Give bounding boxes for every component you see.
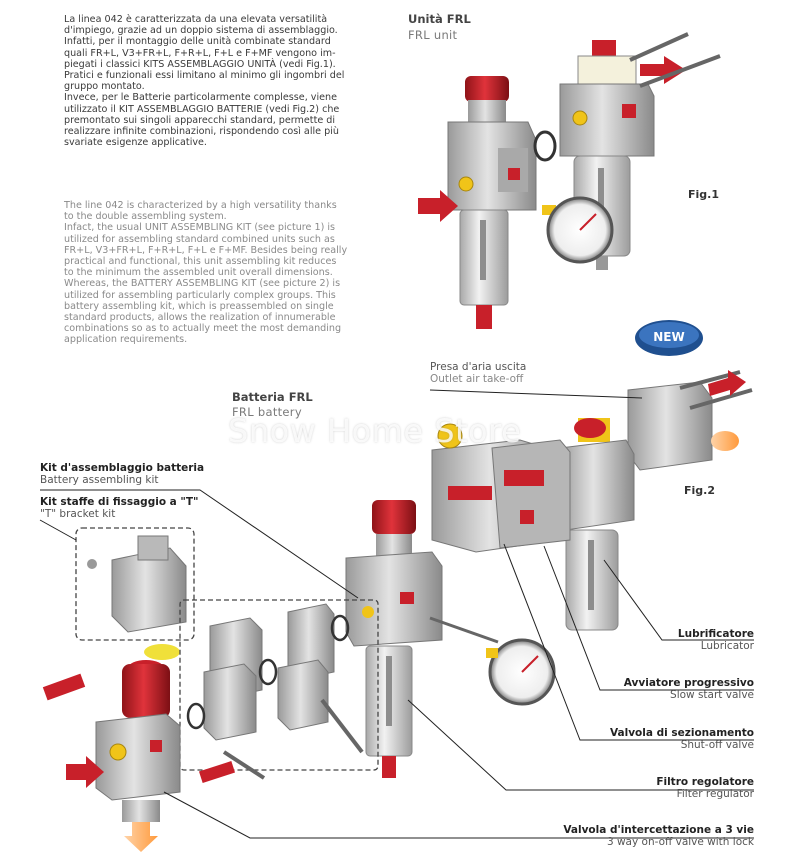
intro-line: standard products, allows the realizatio… xyxy=(64,312,336,324)
intro-line: d'impiego, grazie ad un doppio sistema d… xyxy=(64,25,338,37)
callout-filter-regulator-it: Filtro regolatore xyxy=(656,776,754,788)
intro-line: piegati i classici KITS ASSEMBLAGGIO UNI… xyxy=(64,58,336,70)
intro-line: utilized for assembling standard combine… xyxy=(64,233,335,245)
new-badge: NEW xyxy=(634,318,704,358)
callout-battery-kit-en: Battery assembling kit xyxy=(40,474,159,486)
watermark: Snow Home Store xyxy=(228,412,522,450)
callout-slow-start-en: Slow start valve xyxy=(670,689,754,701)
fig1-filter-regulator xyxy=(418,76,537,329)
intro-line: utilized for assembling particularly com… xyxy=(64,289,336,301)
intro-line: to the minimum the assembled unit overal… xyxy=(64,267,333,279)
callout-lubricator-en: Lubricator xyxy=(700,640,754,652)
callout-lubricator: Lubrificatore Lubricator xyxy=(596,628,754,652)
callout-slow-start: Avviatore progressivo Slow start valve xyxy=(564,677,754,701)
callout-outlet-it: Presa d'aria uscita xyxy=(430,361,527,373)
callout-filter-regulator-en: Filter regulator xyxy=(676,788,754,800)
callout-bracket-kit-it: Kit staffe di fissaggio a "T" xyxy=(40,496,199,508)
fig2-title-en: FRL battery xyxy=(232,405,302,419)
callout-bracket-kit: Kit staffe di fissaggio a "T" "T" bracke… xyxy=(40,496,199,520)
callout-three-way-valve-it: Valvola d'intercettazione a 3 vie xyxy=(563,824,754,836)
callout-outlet: Presa d'aria uscita Outlet air take-off xyxy=(430,361,526,385)
fig2-three-way-valve xyxy=(66,660,181,852)
fig2-label: Fig.2 xyxy=(684,484,715,497)
callout-shutoff: Valvola di sezionamento Shut-off valve xyxy=(564,727,754,751)
intro-line: Whereas, the BATTERY ASSEMBLING KIT (see… xyxy=(64,278,341,290)
new-badge-text: NEW xyxy=(653,330,685,344)
fig1-label: Fig.1 xyxy=(688,188,719,201)
callout-three-way-valve-en: 3 way on-off valve with lock xyxy=(606,836,754,848)
intro-line: Infact, the usual UNIT ASSEMBLING KIT (s… xyxy=(64,222,336,234)
intro-line: application requirements. xyxy=(64,334,188,346)
intro-italian: La linea 042 è caratterizzata da una ele… xyxy=(64,14,386,148)
callout-three-way-valve: Valvola d'intercettazione a 3 vie 3 way … xyxy=(494,824,754,848)
intro-line: La linea 042 è caratterizzata da una ele… xyxy=(64,14,328,25)
intro-line: FR+L, V3+FR+L, F+R+L, F+L e F+MF. Beside… xyxy=(64,244,348,256)
intro-line: quali FR+L, V3+FR+L, F+R+L, F+L e F+MF v… xyxy=(64,47,336,59)
callout-shutoff-en: Shut-off valve xyxy=(680,739,754,751)
fig1-title-en: FRL unit xyxy=(408,28,458,42)
fig1-title-it: Unità FRL xyxy=(408,12,471,26)
intro-line: battery assembling kit, which is preasse… xyxy=(64,300,334,312)
intro-line: Invece, per le Batterie particolarmente … xyxy=(64,92,338,104)
fig1-gauge xyxy=(542,196,614,264)
intro-english: The line 042 is characterized by a high … xyxy=(64,200,386,346)
intro-line: Pratici e funzionali essi limitano al mi… xyxy=(64,70,345,82)
intro-line: realizzare infinite combinazioni, rispon… xyxy=(64,126,339,138)
intro-line: premontato sui singoli apparecchi standa… xyxy=(64,114,336,126)
intro-line: practical and functional, this unit asse… xyxy=(64,256,337,268)
callout-filter-regulator: Filtro regolatore Filter regulator xyxy=(564,776,754,800)
callout-shutoff-it: Valvola di sezionamento xyxy=(609,727,754,739)
callout-outlet-en: Outlet air take-off xyxy=(430,373,524,385)
fig2-bracket-kit xyxy=(42,527,379,783)
callout-battery-kit-it: Kit d'assemblaggio batteria xyxy=(40,462,205,474)
new-badge-shape xyxy=(635,320,703,356)
fig2-title-it: Batteria FRL xyxy=(232,390,313,404)
intro-line: The line 042 is characterized by a high … xyxy=(64,200,337,211)
callout-slow-start-it: Avviatore progressivo xyxy=(623,677,754,689)
intro-line: Infatti, per il montaggio delle unità co… xyxy=(64,36,331,48)
intro-line: svariate esigenze applicative. xyxy=(64,137,207,149)
callout-bracket-kit-en: "T" bracket kit xyxy=(40,508,116,520)
intro-line: gruppo montato. xyxy=(64,81,145,93)
intro-line: utilizzato il KIT ASSEMBLAGGIO BATTERIE … xyxy=(64,103,340,115)
intro-line: combinations so as to actually meet the … xyxy=(64,323,342,335)
callout-lubricator-it: Lubrificatore xyxy=(677,628,754,640)
callout-battery-kit: Kit d'assemblaggio batteria Battery asse… xyxy=(40,462,204,486)
callout-lines xyxy=(39,389,754,839)
intro-line: to the double assembling system. xyxy=(64,211,227,223)
